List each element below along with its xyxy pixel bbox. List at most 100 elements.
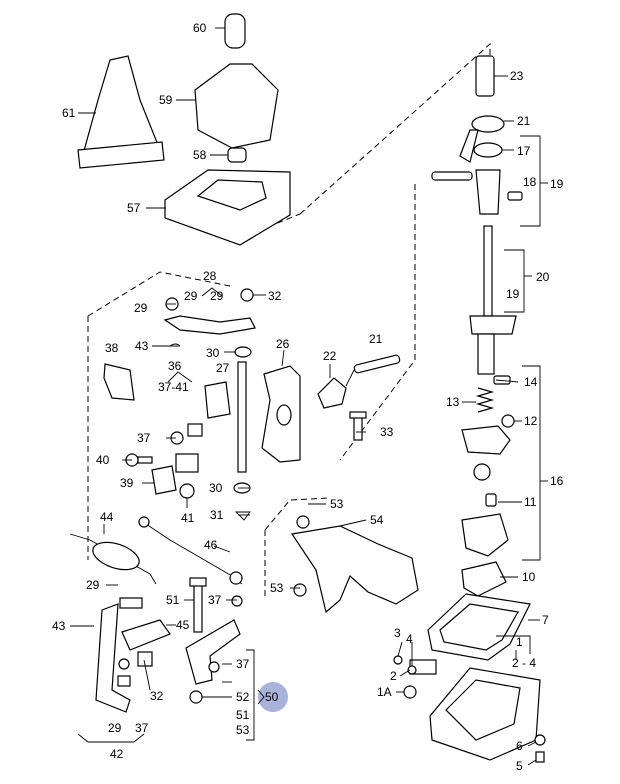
bolt-33 (349, 411, 367, 441)
bushings-lower-left (117, 651, 153, 687)
label-1: 1 (516, 635, 523, 649)
label-54: 54 (370, 513, 384, 527)
lever-42 (95, 597, 143, 713)
label-5: 5 (516, 759, 523, 773)
bracket-38 (103, 363, 135, 401)
label-29b: 29 (184, 289, 198, 303)
label-32a: 32 (268, 289, 282, 303)
label-50: 50 (265, 690, 279, 704)
label-16: 16 (550, 474, 564, 488)
selector-housing (461, 513, 509, 557)
label-29d: 29 (86, 578, 100, 592)
bushing-58 (210, 147, 247, 163)
highlight-marker (258, 682, 288, 712)
leader-lines (70, 294, 537, 766)
label-53b: 53 (270, 581, 284, 595)
shaft-upper (431, 169, 523, 215)
label-40: 40 (96, 453, 110, 467)
bracket-39 (151, 453, 199, 495)
label-29c: 29 (210, 289, 224, 303)
cable-21 (345, 354, 401, 387)
label-30b: 30 (209, 481, 223, 495)
label-38: 38 (105, 341, 119, 355)
label-14: 14 (524, 375, 538, 389)
lever-36 (204, 381, 231, 419)
trim-frame-57 (146, 169, 291, 246)
label-10: 10 (522, 570, 536, 584)
label-58: 58 (193, 148, 207, 162)
label-2: 2 (390, 669, 397, 683)
label-43a: 43 (135, 339, 149, 353)
label-30a: 30 (206, 346, 220, 360)
housing-26 (261, 365, 301, 463)
label-23: 23 (510, 69, 524, 83)
nut-12 (501, 414, 522, 428)
frame-left-housing (87, 271, 231, 317)
bracket-45 (121, 619, 171, 651)
bolt-51 (189, 577, 207, 633)
label-19b: 19 (506, 287, 520, 301)
label-31: 31 (210, 508, 224, 522)
label-53a: 53 (330, 497, 344, 511)
label-27: 27 (216, 361, 230, 375)
rod-46 (138, 516, 243, 585)
label-41: 41 (181, 511, 195, 525)
part-labels: 60 61 59 58 57 23 21 17 18 19 20 19 28 2… (52, 21, 564, 773)
label-61: 61 (62, 106, 76, 120)
label-32b: 32 (150, 689, 164, 703)
group-brackets (77, 135, 548, 743)
lever-28 (163, 288, 256, 335)
gasket-7 (427, 593, 540, 661)
label-21b: 21 (369, 332, 383, 346)
label-37b: 37 (208, 593, 222, 607)
bracket-54 (290, 515, 419, 614)
label-29e: 29 (108, 721, 122, 735)
label-19a: 19 (550, 177, 564, 191)
frame-upper-shift (299, 42, 491, 215)
rod-44 (69, 533, 157, 585)
label-29a: 29 (134, 301, 148, 315)
label-18: 18 (523, 175, 537, 189)
label-59: 59 (159, 93, 173, 107)
label-4: 4 (406, 632, 413, 646)
gasket-10 (461, 561, 518, 597)
shift-rod-27 (237, 361, 247, 473)
housing-16 (461, 425, 511, 481)
pin-11 (485, 493, 522, 507)
label-52: 52 (236, 690, 250, 704)
label-2-4: 2 - 4 (512, 656, 536, 670)
label-6: 6 (516, 739, 523, 753)
bellows-22 (317, 377, 347, 409)
label-57: 57 (127, 201, 141, 215)
label-12: 12 (524, 414, 538, 428)
label-46: 46 (204, 538, 218, 552)
label-53c: 53 (236, 723, 250, 737)
lever-lower (185, 595, 243, 704)
label-37a: 37 (137, 431, 151, 445)
highlight-arrow (257, 689, 265, 705)
label-7: 7 (542, 613, 549, 627)
frame-lower-link (264, 497, 331, 531)
small-parts-right (393, 655, 546, 763)
label-43b: 43 (52, 619, 66, 633)
shift-boot-61 (77, 55, 165, 169)
ring-21 (459, 115, 514, 163)
shift-boot-59 (176, 63, 279, 149)
label-42: 42 (110, 747, 124, 761)
label-51b: 51 (236, 708, 250, 722)
gear-knob (215, 13, 246, 49)
label-17: 17 (517, 144, 531, 158)
washer-30 (233, 346, 252, 494)
label-44: 44 (100, 510, 114, 524)
label-37-41: 37-41 (158, 380, 189, 394)
bearing-17 (473, 142, 514, 158)
label-33: 33 (380, 425, 394, 439)
label-45: 45 (176, 618, 190, 632)
label-60: 60 (193, 21, 207, 35)
label-36: 36 (168, 359, 182, 373)
frame-shaft (339, 184, 416, 461)
clip-31 (234, 511, 251, 521)
label-20: 20 (536, 270, 550, 284)
